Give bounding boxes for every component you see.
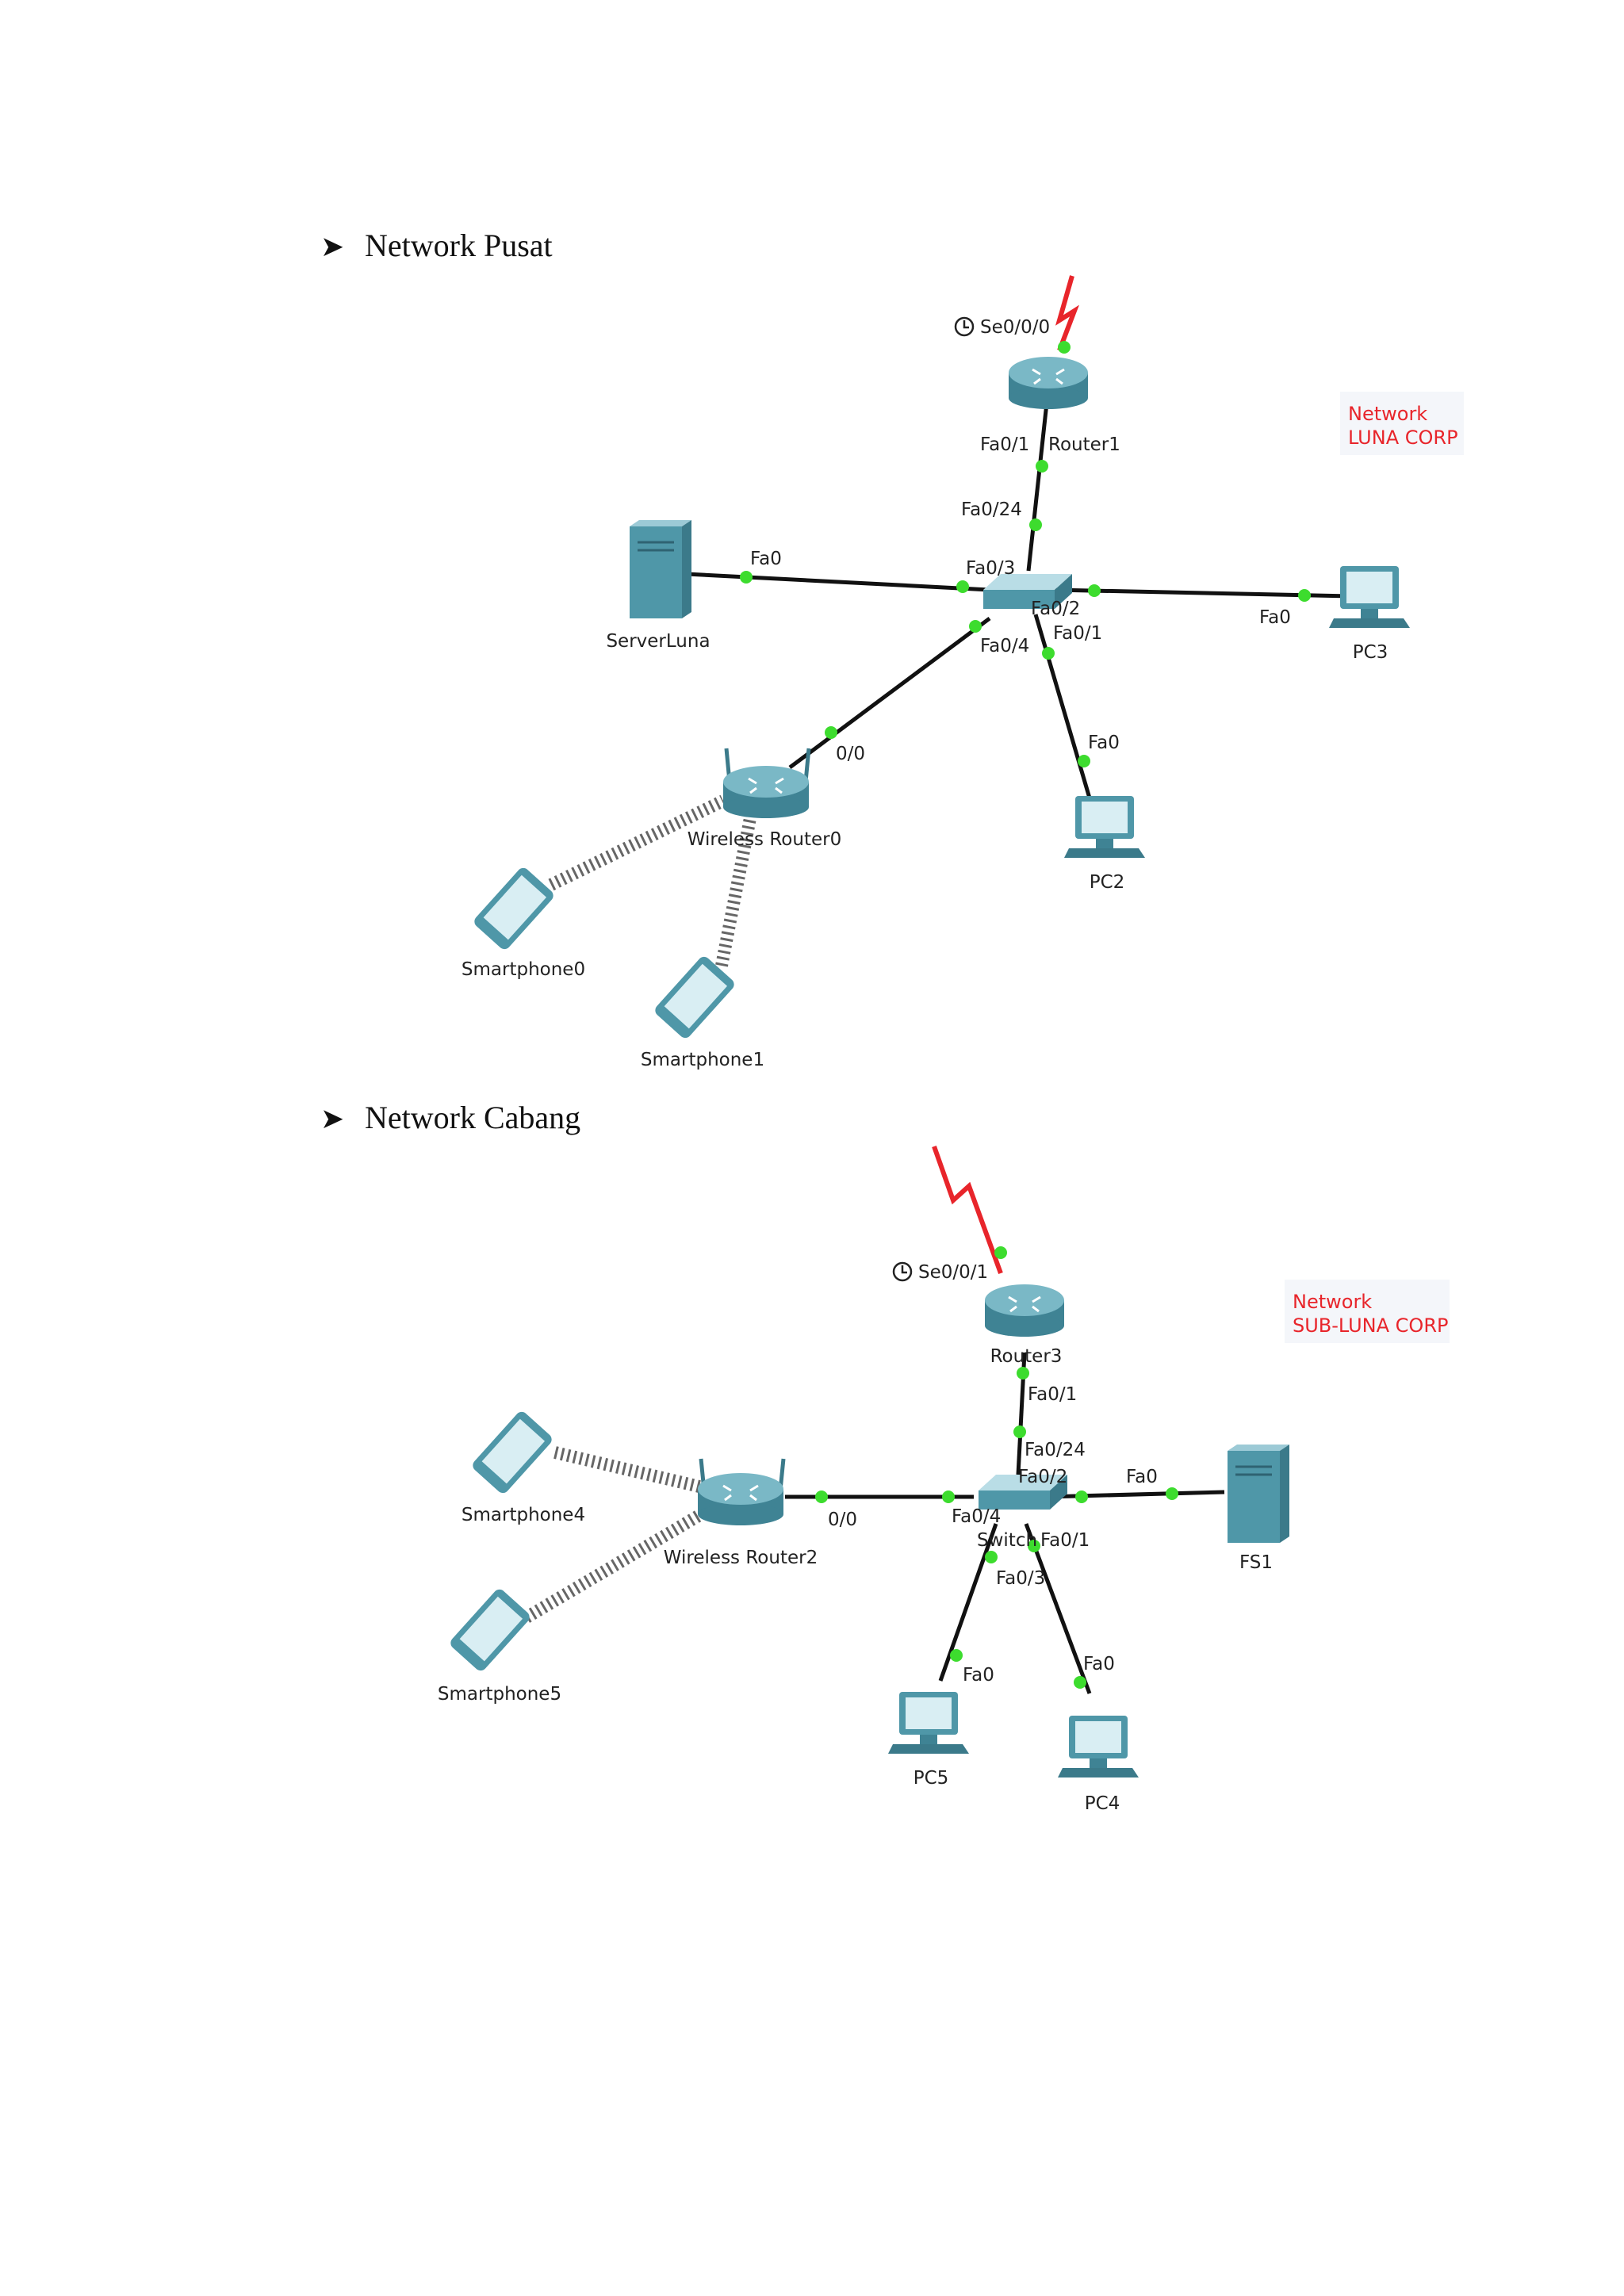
pc5-port-label: Fa0 — [963, 1665, 994, 1686]
switch-server-port-label: Fa0/3 — [966, 558, 1015, 579]
section-heading-cabang: ➤ Network Cabang — [320, 1099, 580, 1136]
pc-icon[interactable] — [1329, 566, 1410, 628]
network-cabang-diagram: Se0/0/1 Router3 Fa0/1 Fa0/24 Fa0/2 Fa0/4… — [438, 1146, 1450, 1814]
smartphone4-name-label: Smartphone4 — [462, 1505, 585, 1525]
switch-icon[interactable] — [983, 574, 1072, 609]
link-router-switch — [1026, 388, 1051, 572]
port-dots — [815, 1246, 1178, 1689]
port-dots — [740, 341, 1311, 767]
network-label-line1: Network — [1348, 403, 1427, 425]
wr-port-label: 0/0 — [836, 744, 865, 764]
switch-fs1-port-label: Fa0/2 — [1018, 1467, 1067, 1487]
pc-icon[interactable] — [1058, 1716, 1139, 1777]
switch-pc3-port-label: Fa0/2 — [1031, 599, 1080, 619]
smartphone0-name-label: Smartphone0 — [462, 959, 585, 980]
router-port-label: Fa0/1 — [1028, 1384, 1077, 1405]
arrowhead-icon: ➤ — [320, 1103, 345, 1135]
section-title: Network Pusat — [365, 228, 553, 263]
network-label-line1: Network — [1293, 1291, 1372, 1313]
link-switch-fs1 — [1046, 1490, 1225, 1499]
smartphone-icon[interactable] — [472, 866, 556, 952]
link-switch-pc5 — [938, 1523, 998, 1682]
router-icon[interactable] — [985, 1284, 1064, 1337]
smartphone5-name-label: Smartphone5 — [438, 1684, 561, 1705]
pc5-name-label: PC5 — [914, 1768, 949, 1789]
serial-link — [1055, 275, 1079, 352]
switch-wr-port-label: Fa0/4 — [980, 636, 1029, 656]
smartphone-icon[interactable] — [470, 1410, 554, 1496]
pc4-name-label: PC4 — [1085, 1793, 1120, 1814]
link-switch-wireless-router — [788, 616, 991, 770]
router-icon[interactable] — [1009, 357, 1088, 409]
serial-port-label: Se0/0/1 — [918, 1262, 988, 1283]
section-title: Network Cabang — [365, 1100, 581, 1135]
switch-name-label: Switch — [977, 1530, 1037, 1551]
wr-name-label: Wireless Router2 — [664, 1548, 818, 1568]
fs1-name-label: FS1 — [1239, 1552, 1273, 1573]
router-name-label: Router3 — [990, 1346, 1063, 1367]
pc2-name-label: PC2 — [1090, 872, 1125, 893]
wr-name-label: Wireless Router0 — [688, 829, 841, 850]
pc3-name-label: PC3 — [1353, 642, 1388, 663]
link-server-switch — [686, 572, 990, 592]
smartphone-icon[interactable] — [448, 1587, 532, 1674]
pc2-port-label: Fa0 — [1088, 733, 1120, 753]
smartphone1-name-label: Smartphone1 — [641, 1050, 764, 1070]
wireless-router-icon[interactable] — [698, 1458, 786, 1525]
network-label-bg — [1285, 1280, 1450, 1343]
switch-uplink-port-label: Fa0/24 — [961, 499, 1022, 520]
server-icon[interactable] — [630, 520, 691, 618]
link-switch-pc2 — [1033, 614, 1093, 802]
pc-icon[interactable] — [1064, 796, 1145, 858]
switch-uplink-port-label: Fa0/24 — [1025, 1440, 1086, 1460]
clock-icon — [892, 1261, 913, 1282]
arrowhead-icon: ➤ — [320, 231, 345, 262]
network-label-line2: SUB-LUNA CORP — [1293, 1314, 1448, 1337]
section-heading-pusat: ➤ Network Pusat — [320, 227, 553, 264]
router-name-label: Router1 — [1048, 434, 1120, 455]
switch-pc5-port-label: Fa0/3 — [996, 1568, 1045, 1589]
wireless-link-smartphone4 — [553, 1446, 704, 1494]
network-label-bg — [1340, 392, 1464, 455]
smartphone-icon[interactable] — [653, 955, 737, 1041]
link-switch-pc4 — [1024, 1523, 1092, 1694]
wireless-link-smartphone5 — [523, 1509, 705, 1623]
switch-pc4-port-label: Fa0/1 — [1040, 1530, 1090, 1551]
clock-icon — [954, 316, 975, 337]
serial-port-label: Se0/0/0 — [980, 317, 1050, 338]
fs1-port-label: Fa0 — [1126, 1467, 1158, 1487]
server-name-label: ServerLuna — [606, 631, 710, 652]
pc4-port-label: Fa0 — [1083, 1654, 1115, 1674]
network-label-line2: LUNA CORP — [1348, 427, 1458, 449]
switch-icon[interactable] — [979, 1475, 1067, 1510]
wr-port-label: 0/0 — [828, 1510, 857, 1530]
wireless-link-smartphone0 — [548, 794, 726, 891]
serial-link — [932, 1146, 1003, 1275]
server-icon[interactable] — [1228, 1445, 1289, 1543]
server-port-label: Fa0 — [750, 549, 782, 569]
switch-pc2-port-label: Fa0/1 — [1053, 623, 1102, 644]
router-port-label: Fa0/1 — [980, 434, 1029, 455]
switch-wr-port-label: Fa0/4 — [952, 1506, 1001, 1527]
network-pusat-diagram: Se0/0/0 Fa0/1 Router1 Fa0/24 Fa0/3 Fa0/2… — [462, 275, 1464, 1070]
pc3-port-label: Fa0 — [1259, 607, 1291, 628]
wireless-router-icon[interactable] — [723, 748, 811, 818]
pc-icon[interactable] — [888, 1692, 969, 1754]
